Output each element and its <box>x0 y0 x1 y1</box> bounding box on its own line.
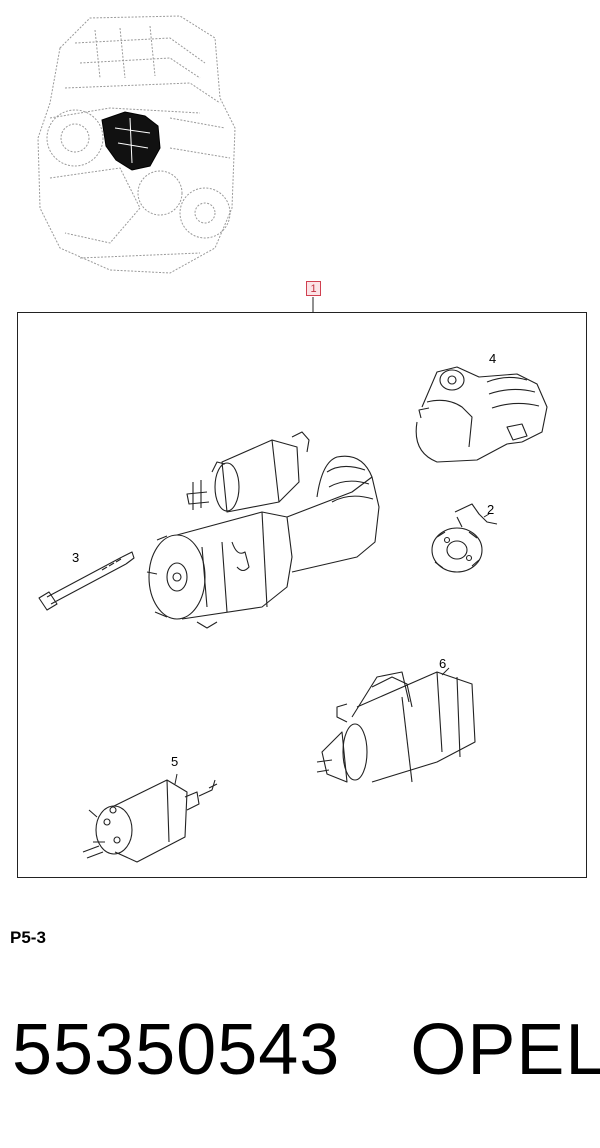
parts-frame <box>17 312 587 878</box>
part-label-2: 2 <box>487 502 495 517</box>
part-label-4: 4 <box>489 351 497 366</box>
parts-illustrations <box>38 366 548 863</box>
part-number: 55350543 <box>12 1010 341 1090</box>
brush-holder-part <box>431 503 498 573</box>
part-number-line: 55350543 OPEL <box>12 1005 600 1095</box>
starter-motor-assembly <box>146 431 380 629</box>
part-label-6: 6 <box>439 656 447 671</box>
drive-housing-part <box>415 366 548 463</box>
part-label-3: 3 <box>72 550 80 565</box>
solenoid-switch-part <box>82 779 218 863</box>
brand-name: OPEL <box>410 1010 600 1090</box>
bolt-part <box>38 551 135 611</box>
engine-overview-illustration <box>37 15 236 274</box>
callout-number-1: 1 <box>306 281 321 296</box>
part-label-5: 5 <box>171 754 179 769</box>
starter-motor-part <box>316 671 476 783</box>
figure-code: P5-3 <box>10 928 46 947</box>
